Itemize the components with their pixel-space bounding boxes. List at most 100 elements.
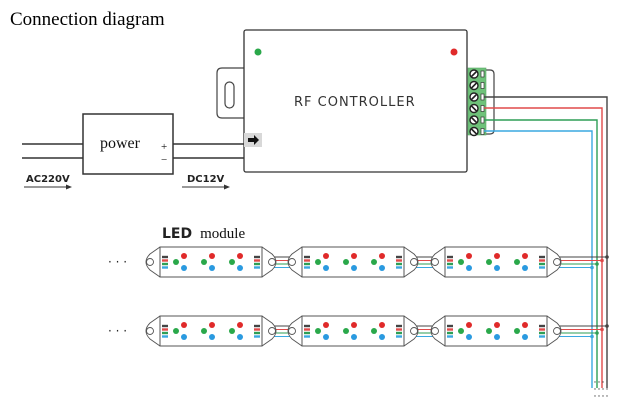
led-green xyxy=(173,328,179,334)
led-blue xyxy=(522,334,528,340)
led-green xyxy=(458,259,464,265)
mount-hole xyxy=(268,258,276,266)
led-green xyxy=(486,328,492,334)
connector-pin xyxy=(254,335,260,338)
controller-bus-wires xyxy=(484,96,608,388)
plus-terminal-label: + xyxy=(161,141,167,153)
continuation-dot xyxy=(594,381,596,383)
controller-label: RF CONTROLLER xyxy=(294,95,416,110)
wire-junction xyxy=(590,265,594,270)
screw-slot xyxy=(470,116,478,124)
wire-junction xyxy=(605,324,609,328)
connector-pin xyxy=(304,331,310,335)
bus-wire-blue xyxy=(484,130,593,388)
status-led-red xyxy=(450,48,458,56)
mount-hole xyxy=(288,258,296,266)
led-red xyxy=(379,253,385,259)
ac-arrow-icon xyxy=(24,184,72,190)
led-blue xyxy=(494,334,500,340)
connector-pin xyxy=(254,331,260,335)
dc-arrow-icon xyxy=(182,184,230,190)
led-green xyxy=(315,259,321,265)
connector-pin xyxy=(447,324,453,328)
mount-tab-left xyxy=(287,246,303,278)
led-blue xyxy=(466,334,472,340)
connector-pin xyxy=(396,335,402,338)
mount-hole xyxy=(431,258,439,266)
mount-tab-right xyxy=(546,315,562,347)
connector-pin xyxy=(539,324,545,328)
connector-pin xyxy=(539,328,545,331)
connector-pin xyxy=(254,262,260,266)
led-green xyxy=(458,328,464,334)
led-red xyxy=(522,322,528,328)
led-red xyxy=(351,322,357,328)
led-red xyxy=(494,253,500,259)
continuation-dots: · · · xyxy=(108,255,127,269)
connector-pin xyxy=(162,324,168,328)
connector-pin xyxy=(162,331,168,335)
status-led-green xyxy=(254,48,262,56)
connector-pin xyxy=(162,262,168,266)
continuation-dot xyxy=(598,381,600,383)
terminal-clamp xyxy=(480,70,485,78)
wire-junction xyxy=(595,262,599,266)
led-blue xyxy=(237,265,243,271)
wire-junction xyxy=(595,331,599,335)
terminal-clamp xyxy=(480,128,485,135)
mount-tab-right xyxy=(261,246,277,278)
led-blue xyxy=(323,334,329,340)
connector-pin xyxy=(447,266,453,269)
mount-tab-left xyxy=(430,246,446,278)
terminal-screw xyxy=(469,115,485,125)
connector-pin xyxy=(447,331,453,335)
connector-pin xyxy=(304,255,310,259)
continuation-dots: · · · xyxy=(108,324,127,338)
terminal-clamp xyxy=(480,105,485,112)
connector-pin xyxy=(304,328,310,331)
connector-pin xyxy=(254,255,260,259)
continuation-dot xyxy=(598,388,600,390)
led-green xyxy=(315,328,321,334)
connector-pin xyxy=(254,324,260,328)
screw-slot xyxy=(470,70,478,78)
connector-pin xyxy=(447,259,453,262)
diagram-title: Connection diagram xyxy=(10,9,165,30)
terminal-screw xyxy=(469,126,485,137)
continuation-dot xyxy=(594,388,596,390)
connector-pin xyxy=(304,266,310,269)
bus-wire-red xyxy=(484,107,603,388)
power-supply: power + − xyxy=(82,113,174,175)
led-module xyxy=(287,246,419,278)
continuation-dot xyxy=(602,395,604,397)
connector-pin xyxy=(396,262,402,266)
terminal-screw xyxy=(469,80,485,91)
led-red xyxy=(466,322,472,328)
mount-hole xyxy=(431,327,439,335)
terminal-screw xyxy=(469,103,485,114)
led-green xyxy=(486,259,492,265)
connector-pin xyxy=(162,266,168,269)
connector-pin xyxy=(254,328,260,331)
mount-hole xyxy=(553,258,561,266)
connector-pin xyxy=(447,335,453,338)
bus-wire-black xyxy=(484,96,608,388)
mount-tab-left xyxy=(430,315,446,347)
terminal-clamp xyxy=(480,116,485,124)
mount-tab-right xyxy=(403,246,419,278)
led-blue xyxy=(351,334,357,340)
screw-slot xyxy=(470,93,478,101)
connector-pin xyxy=(447,328,453,331)
led-green xyxy=(201,328,207,334)
module-label-part: module xyxy=(200,226,245,242)
led-blue xyxy=(323,265,329,271)
led-red xyxy=(323,253,329,259)
led-red xyxy=(351,253,357,259)
led-red xyxy=(181,322,187,328)
led-green xyxy=(343,259,349,265)
mount-tab-right xyxy=(261,315,277,347)
wire-junction xyxy=(605,255,609,259)
led-red xyxy=(494,322,500,328)
led-green xyxy=(343,328,349,334)
led-module xyxy=(430,246,562,278)
